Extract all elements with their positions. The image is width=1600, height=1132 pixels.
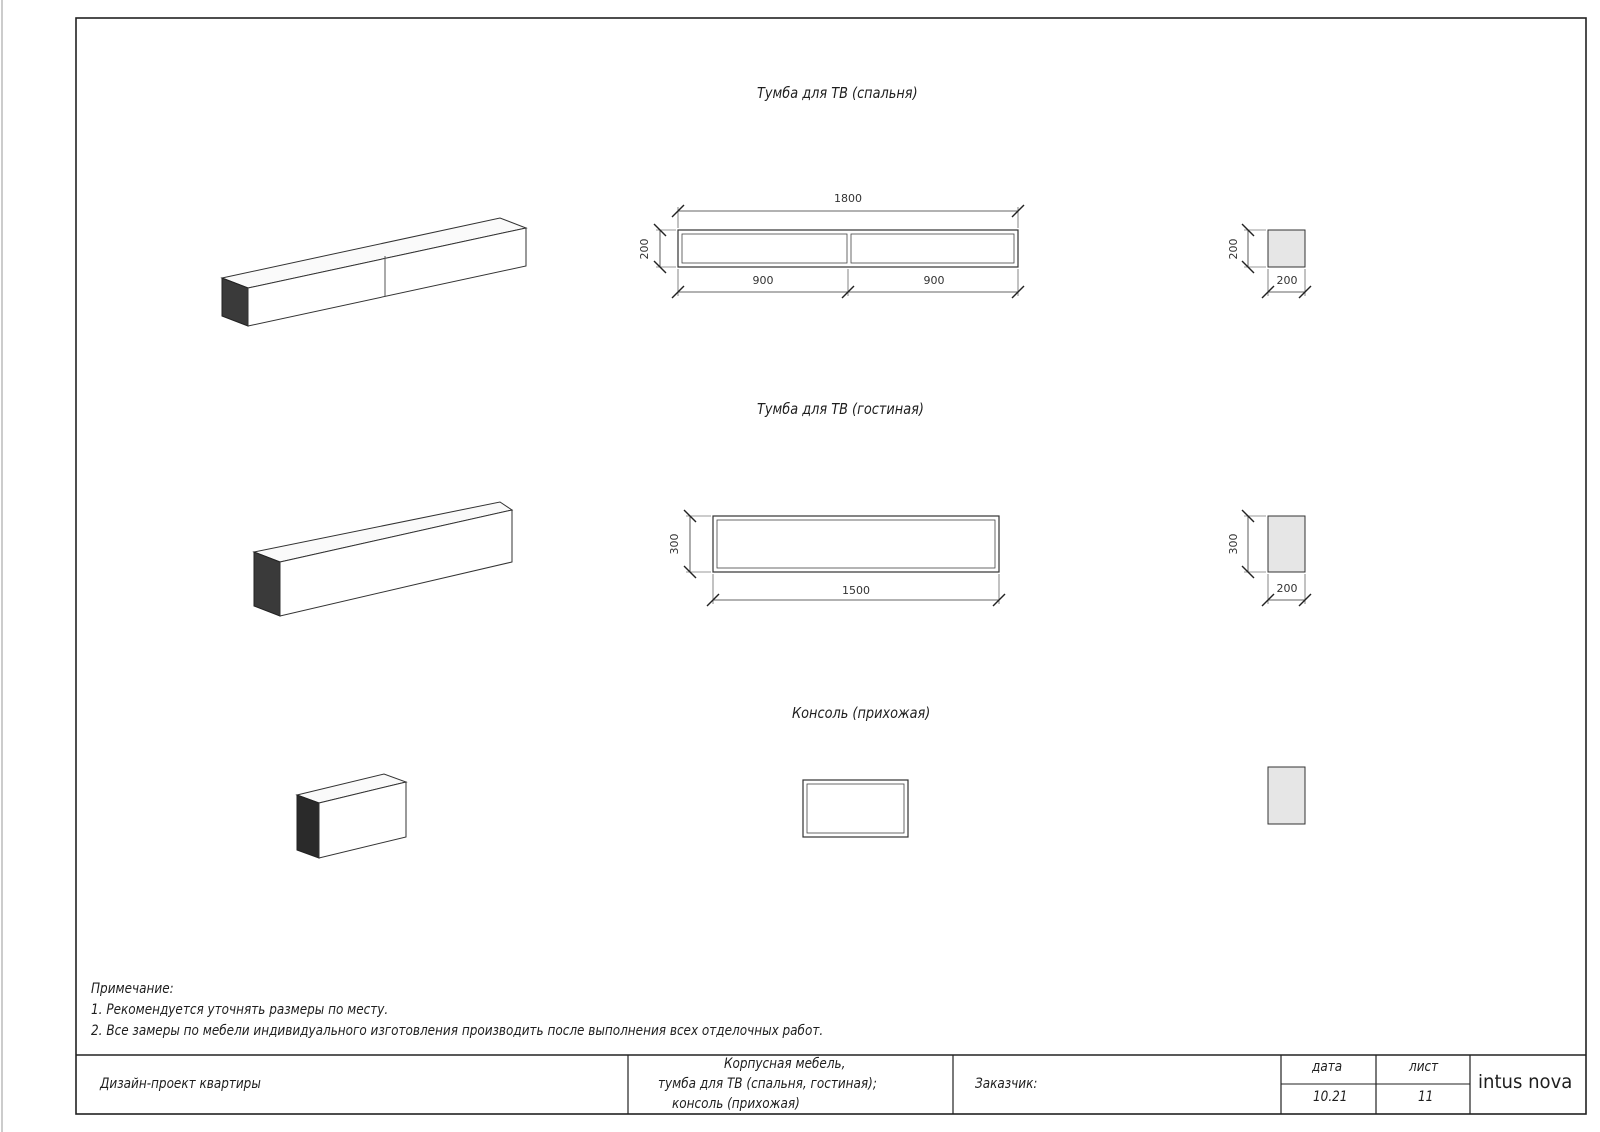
side-view-tv-stand-bedroom (1241, 223, 1312, 299)
side-view-tv-stand-living (1241, 509, 1312, 607)
dim-200-front-bedroom: 200 (638, 239, 651, 260)
dim-1800: 1800 (834, 192, 862, 205)
date-label: дата (1312, 1059, 1343, 1075)
sheet-frame (75, 17, 1587, 1115)
front-view-tv-stand-bedroom (653, 204, 1025, 299)
dim-200-side-height-bedroom: 200 (1227, 239, 1240, 260)
note-item-2: 2. Все замеры по мебели индивидуального … (91, 1023, 824, 1039)
sheet-number: 11 (1418, 1089, 1434, 1105)
front-view-tv-stand-living (683, 509, 1006, 607)
sheet-description-line-1: Корпусная мебель, (724, 1056, 846, 1072)
title-tv-stand-bedroom: Тумба для ТВ (спальня) (757, 84, 918, 102)
dim-300-side-height-living: 300 (1227, 534, 1240, 555)
dim-1500: 1500 (842, 584, 870, 597)
note-item-1: 1. Рекомендуется уточнять размеры по мес… (91, 1002, 389, 1018)
title-block (76, 1054, 1586, 1114)
sheet-label: лист (1409, 1059, 1439, 1075)
iso-console-hallway (295, 773, 408, 859)
project-name: Дизайн-проект квартиры (100, 1076, 261, 1092)
side-view-console-hallway (1267, 766, 1306, 825)
front-view-console-hallway (802, 779, 909, 838)
date-value: 10.21 (1313, 1089, 1348, 1105)
dim-900-right: 900 (924, 274, 945, 287)
customer-label: Заказчик: (975, 1076, 1038, 1092)
title-console-hallway: Консоль (прихожая) (792, 704, 931, 722)
sheet-description-line-3: консоль (прихожая) (672, 1096, 800, 1112)
dim-200-side-depth-living: 200 (1277, 582, 1298, 595)
dim-200-side-depth-bedroom: 200 (1277, 274, 1298, 287)
iso-tv-stand-bedroom (220, 217, 528, 327)
dim-900-left: 900 (753, 274, 774, 287)
dim-300-front-living: 300 (668, 534, 681, 555)
company-logo-text: intus nova (1478, 1071, 1573, 1093)
title-tv-stand-living: Тумба для ТВ (гостиная) (757, 400, 924, 418)
sheet-description-line-2: тумба для ТВ (спальня, гостиная); (658, 1076, 877, 1092)
iso-tv-stand-living (252, 501, 514, 617)
notes-heading: Примечание: (91, 981, 174, 997)
